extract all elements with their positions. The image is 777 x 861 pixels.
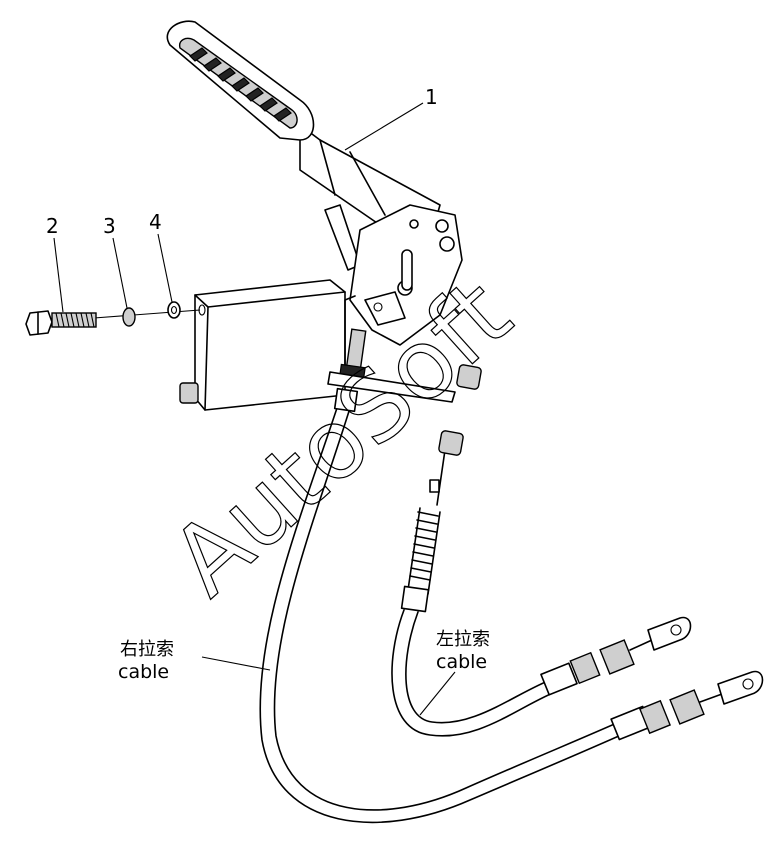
leader-left-cable	[419, 671, 456, 716]
left-cable-label-en: cable	[436, 651, 487, 673]
cable-bracket-strap	[327, 371, 456, 403]
flat-washer	[167, 301, 181, 319]
left-cable-nut-lower	[438, 430, 464, 456]
bolt-assembly	[25, 301, 201, 336]
bolt-head	[25, 310, 53, 336]
left-cable-label-cn: 左拉索	[436, 629, 490, 650]
lever-plate	[344, 204, 463, 384]
leader-3	[112, 237, 128, 309]
right-cable	[259, 404, 764, 824]
plate-rivet-3	[409, 219, 419, 229]
ratchet-pawl	[324, 204, 361, 271]
right-cable-label-cn: 右拉索	[120, 639, 174, 660]
left-cable-spring	[409, 511, 439, 581]
spring-washer	[122, 307, 136, 327]
right-cable-label-en: cable	[118, 661, 169, 683]
right-cable-nut-2	[669, 689, 705, 725]
plate-slot	[401, 249, 413, 291]
callout-3: 3	[103, 214, 116, 238]
leader-4	[157, 233, 173, 303]
bracket-bolt-head	[179, 382, 199, 404]
callout-4: 4	[149, 210, 162, 234]
left-cable-nut-2	[599, 639, 635, 675]
leader-2	[53, 237, 64, 313]
right-cable-clevis	[717, 670, 764, 705]
leader-1	[344, 102, 424, 151]
plate-rivet-2	[439, 236, 455, 252]
cable-equalizer	[364, 291, 406, 326]
left-cable-nut-upper	[456, 364, 482, 390]
left-cable-ferrule	[540, 662, 578, 696]
leader-right-cable	[201, 656, 271, 671]
right-cable-end	[333, 387, 359, 413]
left-cable-tip	[429, 479, 440, 493]
plate-rivet-1	[435, 219, 449, 233]
cable-adjuster	[327, 328, 482, 456]
right-cable-nut-1	[639, 699, 671, 735]
callout-2: 2	[46, 214, 59, 238]
callout-1: 1	[425, 85, 438, 109]
left-cable-sleeve	[400, 585, 430, 613]
left-cable-nut-1	[569, 651, 601, 685]
left-cable-clevis	[647, 616, 692, 651]
left-cable	[391, 449, 692, 737]
